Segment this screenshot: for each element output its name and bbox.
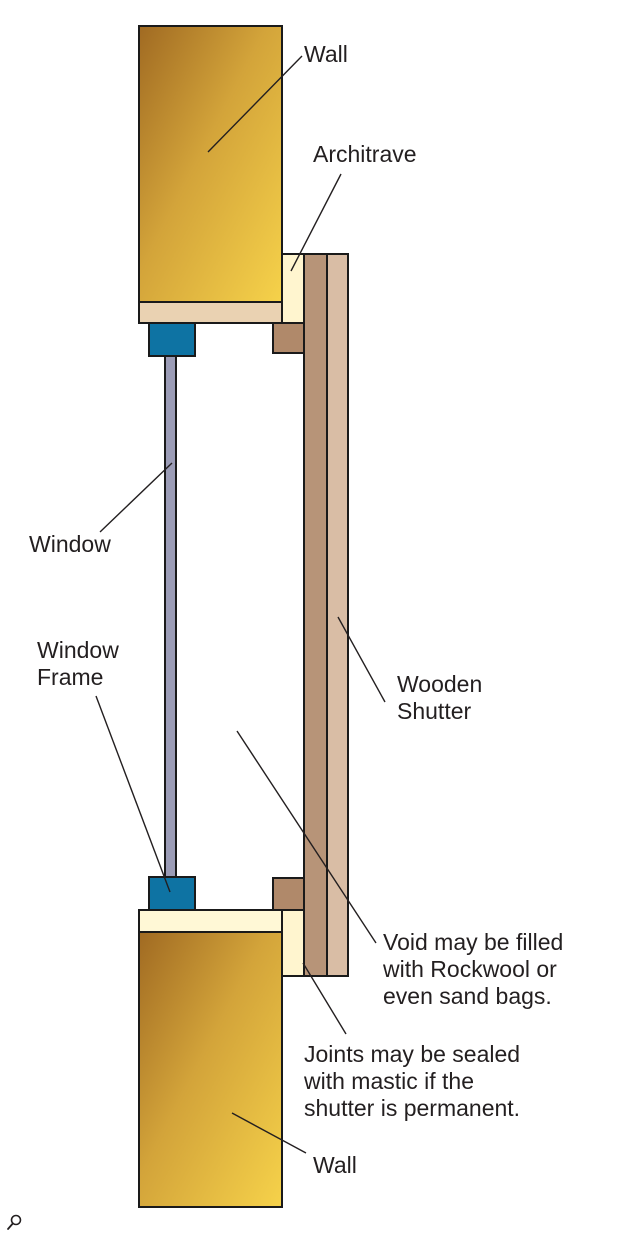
label-joints-line2: with mastic if the xyxy=(303,1068,474,1094)
label-void-line3: even sand bags. xyxy=(383,983,552,1009)
leader-joints xyxy=(302,962,347,1035)
label-void-line1: Void may be filled xyxy=(383,929,563,955)
label-joints-line3: shutter is permanent. xyxy=(304,1095,520,1121)
window-frame-bottom xyxy=(148,876,196,911)
label-wall-bottom: Wall xyxy=(313,1152,357,1178)
label-wooden-shutter: Wooden Shutter xyxy=(397,671,489,724)
label-window: Window xyxy=(29,531,111,557)
label-window-frame-line1: Window xyxy=(37,637,119,663)
magnifier-icon[interactable] xyxy=(7,1214,22,1230)
label-window-frame-line2: Frame xyxy=(37,664,103,690)
leader-wooden-shutter xyxy=(337,616,386,703)
stop-top xyxy=(272,322,305,354)
label-wooden-shutter-line2: Shutter xyxy=(397,698,471,724)
architrave-top xyxy=(281,253,305,324)
leader-wall-bottom xyxy=(231,1112,307,1154)
leader-window xyxy=(99,462,173,533)
architrave-bottom xyxy=(281,909,305,977)
leader-window-frame xyxy=(95,695,171,893)
window-glass xyxy=(164,355,177,878)
sill-lining xyxy=(138,909,283,933)
leader-void xyxy=(236,730,377,944)
label-joints: Joints may be sealed with mastic if the … xyxy=(303,1041,526,1121)
label-architrave: Architrave xyxy=(313,141,417,167)
lintel-lining xyxy=(138,301,283,324)
wall-bottom xyxy=(138,931,283,1208)
leader-architrave xyxy=(290,173,342,272)
shutter-inner-layer xyxy=(303,253,328,977)
wall-top xyxy=(138,25,283,303)
label-void-line2: with Rockwool or xyxy=(382,956,557,982)
stop-bottom xyxy=(272,877,305,911)
label-joints-line1: Joints may be sealed xyxy=(304,1041,520,1067)
window-frame-top xyxy=(148,322,196,357)
shutter-outer-layer xyxy=(326,253,349,977)
label-void: Void may be filled with Rockwool or even… xyxy=(382,929,570,1009)
label-wall-top: Wall xyxy=(304,41,348,67)
label-wooden-shutter-line1: Wooden xyxy=(397,671,482,697)
leader-wall-top xyxy=(207,55,303,153)
label-window-frame: Window Frame xyxy=(37,637,125,690)
